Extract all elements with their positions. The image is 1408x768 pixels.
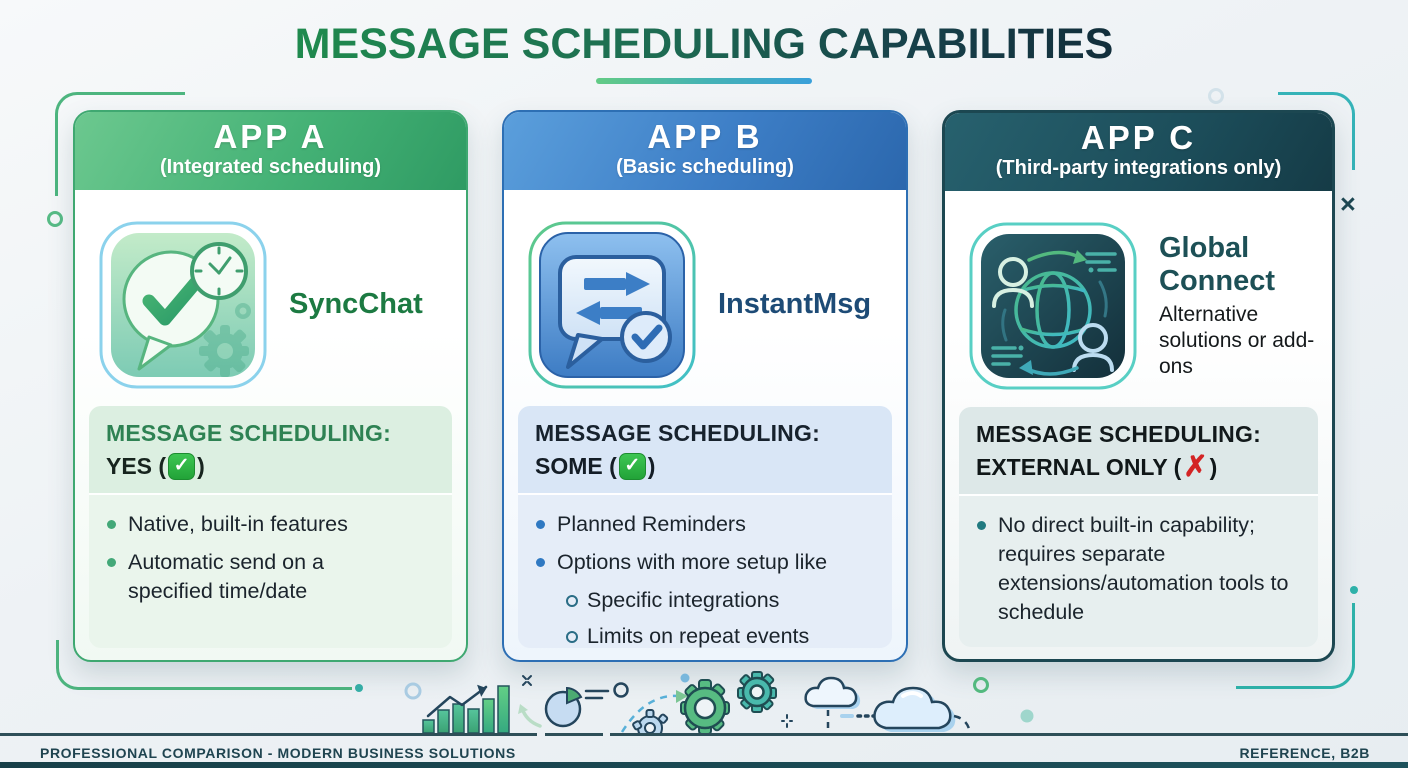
big-cloud-doodle [873, 686, 956, 732]
ground-line [0, 733, 537, 736]
big-gear-doodle [680, 679, 730, 735]
dot-ornament-right [1350, 586, 1358, 594]
app-c-note: Alternative solutions or add-ons [1159, 302, 1315, 378]
list-item: Automatic send on a specified time/date [101, 548, 380, 606]
app-b-name: InstantMsg [718, 288, 872, 320]
card-a-feature-value: YES ( ✓ ) [106, 451, 435, 481]
card-b-feature-value: SOME ( ✓ ) [535, 451, 875, 481]
equal-lines-doodle [584, 689, 610, 700]
corner-bracket-top-left [55, 92, 185, 196]
ring-doodle [973, 677, 989, 693]
cross-emoji-icon: ✗ [1183, 450, 1208, 483]
card-a-header: APP A (Integrated scheduling) [75, 112, 466, 190]
ground-line [610, 733, 1408, 736]
ground-line [545, 733, 603, 736]
card-c-subtitle: (Third-party integrations only) [995, 157, 1282, 179]
card-c-title: APP C [1080, 119, 1197, 156]
card-c-feature-label: MESSAGE SCHEDULING: [976, 421, 1261, 447]
chat-check-clock-icon [99, 221, 267, 388]
pie-chart-doodle [544, 686, 583, 728]
card-app-b: APP B (Basic scheduling) [502, 110, 908, 662]
check-emoji-icon: ✓ [168, 452, 196, 480]
card-b-feature-label: MESSAGE SCHEDULING: [535, 420, 820, 446]
corner-bracket-top-right [1278, 92, 1355, 170]
bottom-accent-bar [0, 762, 1408, 768]
ring-ornament-top-right [1208, 88, 1224, 104]
dot-ornament-bottom-left [355, 684, 363, 692]
card-b-bullet-list: Planned Reminders Options with more setu… [530, 510, 880, 648]
card-a-feature-label: MESSAGE SCHEDULING: [106, 420, 391, 446]
dot-doodle [1020, 709, 1034, 723]
small-gear-doodle [632, 709, 669, 736]
card-c-bullet-list: No direct built-in capability; requires … [971, 511, 1302, 627]
title-underline [596, 78, 812, 84]
footer-business-doodles [404, 671, 1034, 736]
list-item: Native, built-in features [101, 510, 380, 539]
card-app-a: APP A (Integrated scheduling) [73, 110, 468, 662]
card-a-subtitle: (Integrated scheduling) [159, 156, 382, 178]
globe-users-sync-icon [969, 222, 1137, 389]
teal-gear-doodle [737, 671, 777, 713]
card-a-value-close: ) [197, 453, 205, 479]
sub-list-item: Limits on repeat events [530, 622, 880, 648]
sparkle-doodle [781, 714, 793, 728]
card-c-value-close: ) [1209, 454, 1218, 480]
card-a-value-text: YES ( [106, 453, 167, 479]
card-b-subtitle: (Basic scheduling) [616, 156, 794, 178]
check-emoji-icon: ✓ [618, 452, 646, 480]
card-c-feature-value: EXTERNAL ONLY ( ✗ ) [976, 452, 1301, 482]
ring-ornament-left [47, 211, 63, 227]
small-cloud-doodle [804, 676, 861, 732]
card-app-c: APP C (Third-party integrations only) [942, 110, 1335, 662]
app-a-name: SyncChat [289, 288, 423, 320]
ring-doodle [404, 682, 422, 700]
list-item: No direct built-in capability; requires … [971, 511, 1302, 627]
card-b-value-text: SOME ( [535, 453, 617, 479]
sparkle-doodle [522, 675, 532, 686]
card-b-title: APP B [647, 118, 763, 155]
card-c-value-text: EXTERNAL ONLY ( [976, 454, 1182, 480]
sub-list-item: Specific integrations [530, 586, 880, 615]
list-item: Planned Reminders [530, 510, 880, 539]
card-a-bullet-list: Native, built-in features Automatic send… [101, 510, 380, 606]
list-item: Options with more setup like [530, 548, 880, 577]
dot-doodle [680, 673, 690, 683]
message-arrows-check-icon [528, 221, 696, 388]
ring-doodle [613, 682, 629, 698]
card-b-value-close: ) [647, 453, 656, 479]
footer-reference: REFERENCE, B2B [1239, 745, 1370, 761]
card-b-header: APP B (Basic scheduling) [504, 112, 906, 190]
app-c-name: Global Connect [1159, 231, 1275, 297]
footer-caption: PROFESSIONAL COMPARISON - MODERN BUSINES… [40, 745, 516, 761]
close-icon: × [1340, 189, 1356, 219]
corner-bracket-bottom-right [1236, 603, 1355, 689]
dashed-arc-doodle [953, 714, 972, 734]
page-title: MESSAGE SCHEDULING CAPABILITIES [294, 20, 1114, 68]
card-a-title: APP A [213, 118, 328, 155]
card-b-feature-box: MESSAGE SCHEDULING: SOME ( ✓ ) Planned R… [518, 406, 892, 648]
card-c-header: APP C (Third-party integrations only) [945, 113, 1332, 191]
corner-bracket-bottom-left [56, 640, 352, 690]
trend-arrow-doodle [426, 684, 488, 718]
card-a-feature-box: MESSAGE SCHEDULING: YES ( ✓ ) Native, bu… [89, 406, 452, 648]
card-c-feature-box: MESSAGE SCHEDULING: EXTERNAL ONLY ( ✗ ) … [959, 407, 1318, 647]
